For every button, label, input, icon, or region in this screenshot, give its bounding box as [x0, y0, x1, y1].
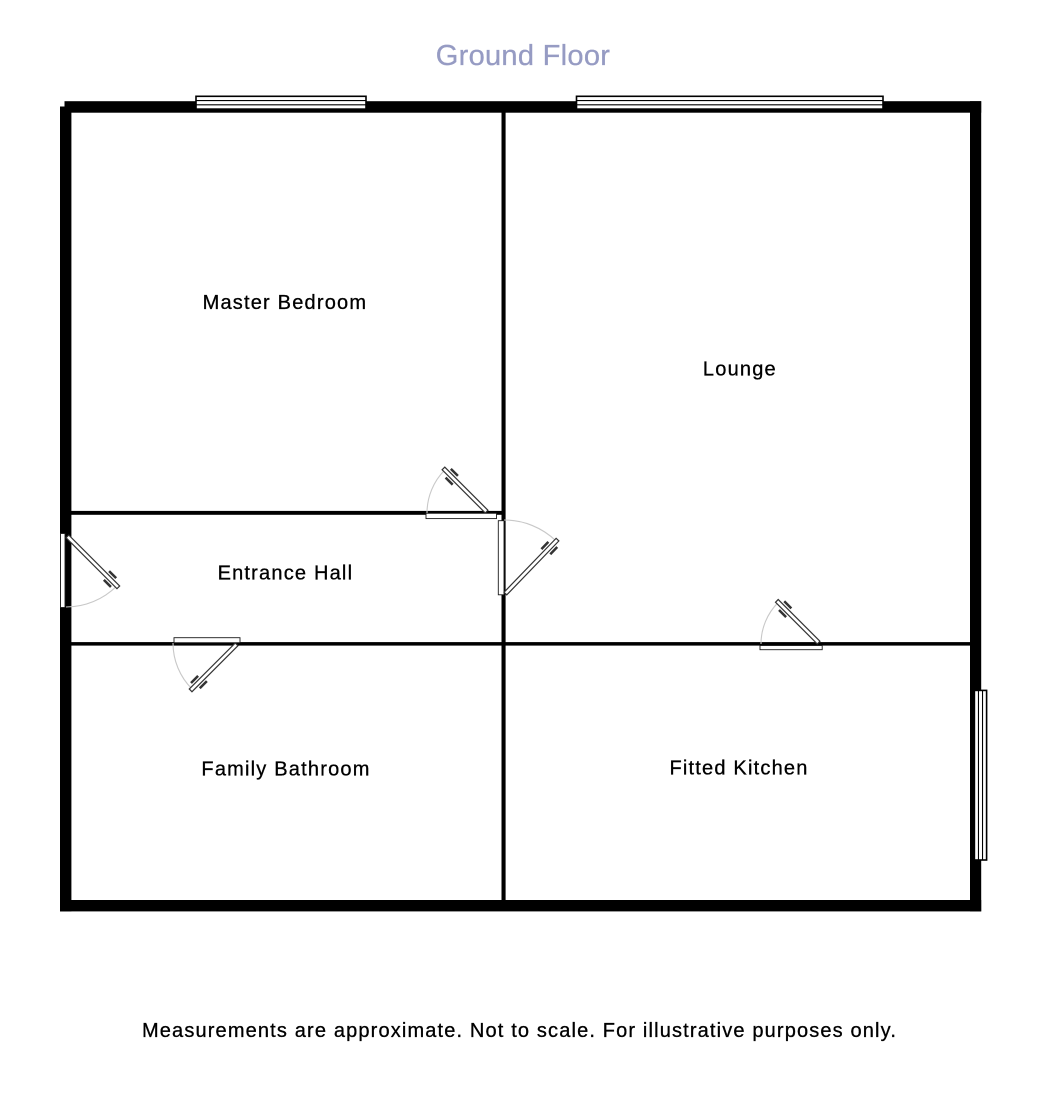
svg-text:Family Bathroom: Family Bathroom [201, 758, 370, 780]
svg-text:Master Bedroom: Master Bedroom [203, 292, 368, 314]
svg-text:Entrance Hall: Entrance Hall [218, 562, 354, 584]
svg-text:Lounge: Lounge [703, 359, 777, 381]
svg-text:Measurements are approximate.: Measurements are approximate. Not to sca… [142, 1020, 897, 1042]
svg-text:Ground Floor: Ground Floor [436, 40, 610, 72]
svg-text:Fitted Kitchen: Fitted Kitchen [669, 758, 808, 780]
